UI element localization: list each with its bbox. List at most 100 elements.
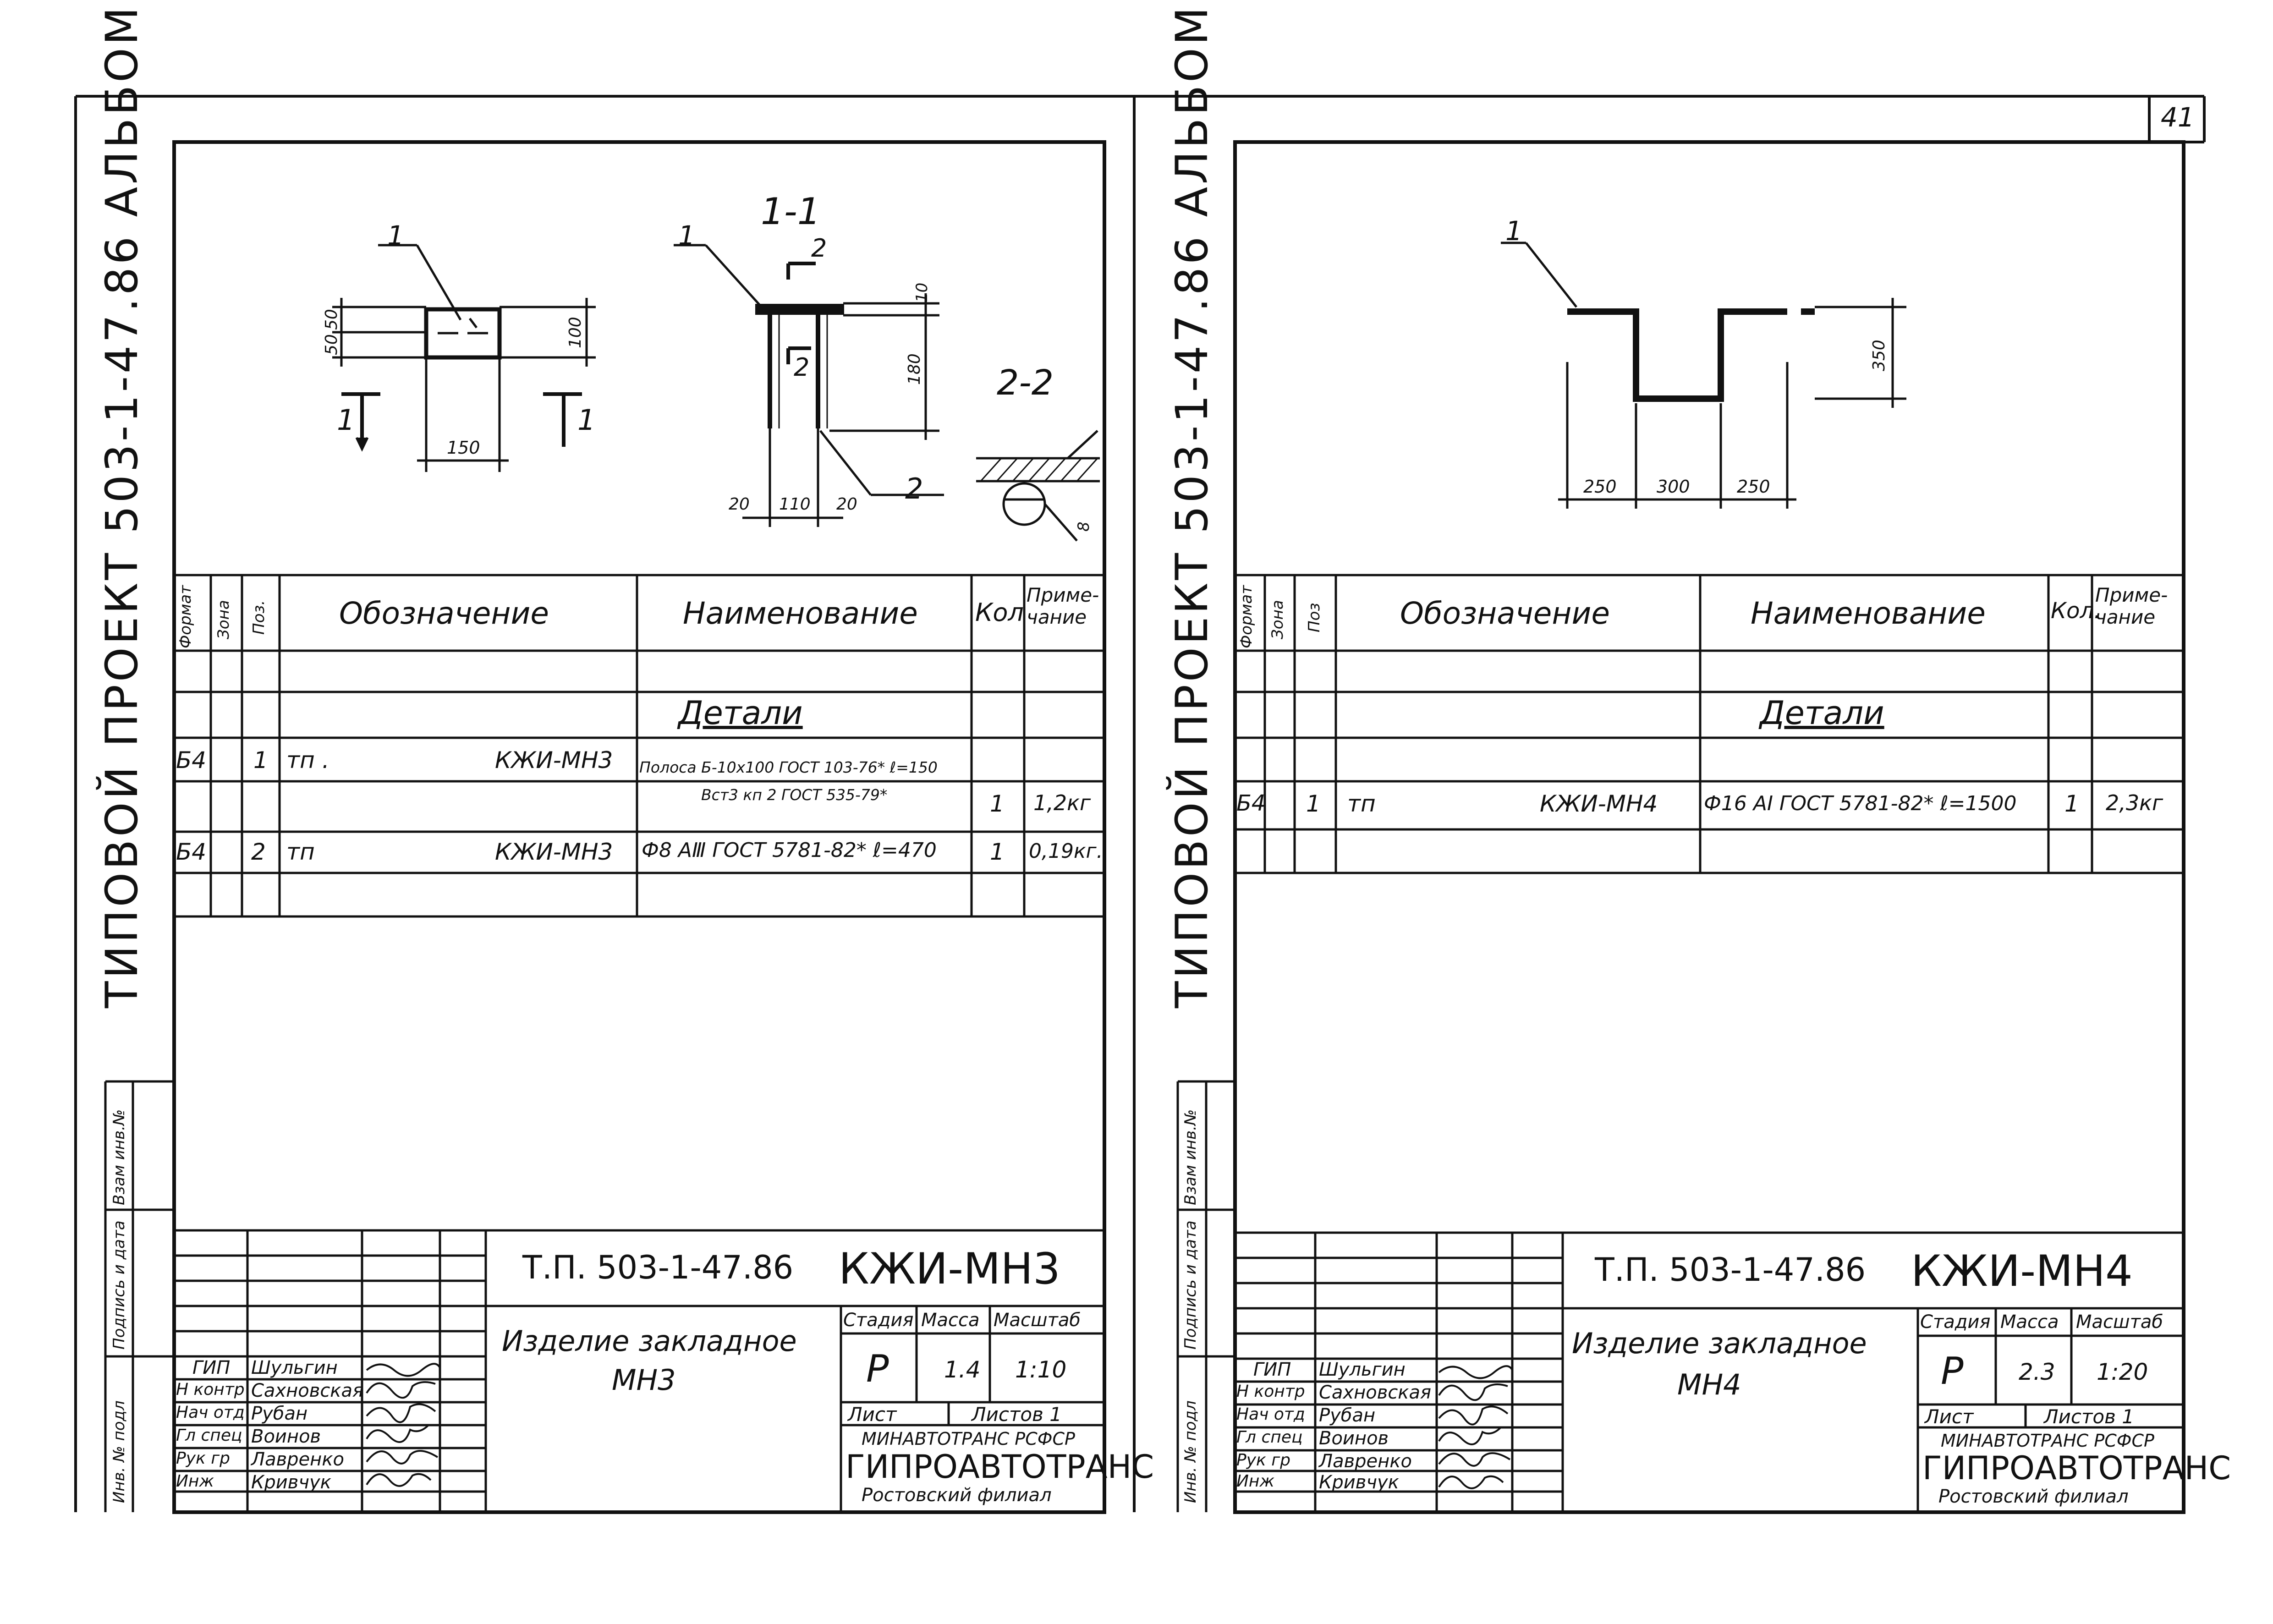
left-dim: 20	[836, 495, 857, 514]
left-row2-prefix: тп	[286, 839, 315, 865]
left-drawing-label: 2	[811, 234, 827, 263]
left-row1-qty: 1	[990, 790, 1005, 817]
right-header-qty: Кол.	[2051, 598, 2101, 624]
left-scale-label: Масштаб	[994, 1310, 1081, 1331]
left-header-note: Приме-чание	[1027, 584, 1099, 628]
left-row2-format: Б4	[176, 839, 207, 865]
left-section-title: Детали	[678, 694, 803, 732]
left-staff-name: Шульгин	[251, 1357, 338, 1378]
right-staff-name: Лавренко	[1319, 1451, 1412, 1472]
left-staff-name: Воинов	[251, 1426, 321, 1447]
left-stage-label: Стадия	[843, 1310, 914, 1331]
left-staff-role: Нач отд	[176, 1403, 245, 1422]
right-mass: 2.3	[2019, 1359, 2055, 1385]
right-staff-name: Воинов	[1319, 1428, 1389, 1449]
right-header-note: Приме-чание	[2095, 584, 2168, 628]
right-row1-name: Ф16 АⅠ ГОСТ 5781-82* ℓ=1500	[1704, 792, 2017, 815]
right-header-designation: Обозначение	[1400, 596, 1610, 631]
left-mass-label: Масса	[921, 1310, 980, 1331]
left-staff-role: Н контр	[176, 1380, 245, 1399]
left-staff-role: Рук гр	[176, 1449, 230, 1468]
left-row1-designation: КЖИ-МН3	[495, 747, 613, 774]
right-product-code: КЖИ-МН4	[1911, 1246, 2133, 1296]
left-dim: 110	[779, 495, 811, 514]
left-scale: 1:10	[1015, 1356, 1067, 1383]
left-row1-format: Б4	[176, 747, 207, 774]
right-staff-role: Инж	[1236, 1472, 1274, 1491]
right-doc-code: Т.П. 503-1-47.86	[1595, 1251, 1866, 1289]
right-scale-label: Масштаб	[2076, 1311, 2163, 1333]
right-drawing-label: 1	[1505, 215, 1522, 247]
left-sheet-label: Лист	[848, 1403, 897, 1426]
left-stage: Р	[866, 1347, 889, 1391]
left-row2-qty: 1	[990, 839, 1005, 865]
left-row1-name2: Вст3 кп 2 ГОСТ 535-79*	[701, 786, 888, 804]
left-row1-pos: 1	[253, 747, 268, 774]
right-staff-role: Н контр	[1236, 1382, 1305, 1401]
left-drawing-label: 1	[678, 220, 695, 251]
right-row1-qty: 1	[2064, 790, 2079, 817]
right-staff-name: Шульгин	[1319, 1359, 1406, 1380]
left-drawing-label: 1	[577, 403, 596, 437]
right-header-name: Наименование	[1751, 596, 1986, 631]
left-org-name: ГИПРОАВТОТРАНС	[846, 1448, 1154, 1486]
left-row1-prefix: тп .	[286, 747, 329, 774]
left-drawing-label: 1	[387, 220, 404, 251]
left-product-name2: МН3	[612, 1363, 676, 1397]
right-org-name: ГИПРОАВТОТРАНС	[1922, 1449, 2231, 1487]
left-row1-note: 1,2кг	[1033, 790, 1091, 815]
page-number: 41	[2161, 102, 2195, 133]
left-drawing-label: 2	[905, 472, 923, 505]
left-header-qty: Кол	[975, 598, 1024, 627]
left-row2-designation: КЖИ-МН3	[495, 839, 613, 865]
left-staff-name: Кривчук	[251, 1472, 331, 1493]
right-stage-label: Стадия	[1920, 1311, 1991, 1333]
right-staff-name: Сахновская	[1319, 1382, 1432, 1403]
left-header-name: Наименование	[683, 596, 918, 631]
right-org-ministry: МИНАВТОТРАНС РСФСР	[1941, 1431, 2154, 1451]
right-dim: 250	[1737, 477, 1770, 497]
left-drawing-label: 1-1	[761, 190, 821, 233]
left-drawing-label: 1	[337, 403, 355, 437]
left-org-ministry: МИНАВТОТРАНС РСФСР	[862, 1429, 1075, 1449]
left-drawing-label: 2-2	[997, 362, 1054, 403]
right-staff-role: Нач отд	[1236, 1405, 1305, 1424]
left-staff-role: ГИП	[192, 1357, 231, 1378]
right-staff-role: Рук гр	[1236, 1451, 1290, 1470]
left-drawing-label: 2	[794, 353, 810, 382]
left-mass: 1.4	[944, 1356, 981, 1383]
right-row1-prefix: тп	[1347, 790, 1376, 817]
right-row1-designation: КЖИ-МН4	[1540, 790, 1658, 817]
left-staff-name: Рубан	[251, 1403, 308, 1424]
right-staff-name: Рубан	[1319, 1405, 1376, 1426]
right-dim: 300	[1657, 477, 1690, 497]
right-scale: 1:20	[2097, 1359, 2148, 1385]
right-row1-note: 2,3кг	[2106, 790, 2163, 815]
right-sheets-label: Листов 1	[2044, 1405, 2134, 1428]
left-staff-name: Лавренко	[251, 1449, 344, 1470]
right-product-name1: Изделие закладное	[1572, 1327, 1867, 1360]
left-product-code: КЖИ-МН3	[839, 1244, 1060, 1294]
left-row2-name: Ф8 АⅢ ГОСТ 5781-82* ℓ=470	[642, 839, 937, 862]
right-org-branch: Ростовский филиал	[1938, 1486, 2129, 1507]
left-row1-name1: Полоса Б-10х100 ГОСТ 103-76* ℓ=150	[639, 758, 938, 776]
left-dim: 20	[729, 495, 750, 514]
right-dim: 250	[1583, 477, 1617, 497]
left-dim: 150	[447, 438, 480, 458]
left-row2-pos: 2	[251, 839, 266, 865]
right-staff-role: Гл спец	[1236, 1428, 1303, 1447]
right-stage: Р	[1941, 1350, 1964, 1393]
left-row2-note: 0,19кг.	[1029, 839, 1103, 863]
right-row1-pos: 1	[1306, 790, 1321, 817]
left-org-branch: Ростовский филиал	[862, 1485, 1052, 1506]
left-doc-code: Т.П. 503-1-47.86	[522, 1249, 794, 1286]
left-staff-role: Инж	[176, 1472, 214, 1491]
right-row1-format: Б4	[1236, 790, 1266, 816]
left-staff-name: Сахновская	[251, 1380, 364, 1401]
right-sheet-label: Лист	[1925, 1405, 1974, 1428]
right-section-title: Детали	[1760, 694, 1884, 732]
right-product-name2: МН4	[1677, 1368, 1741, 1401]
